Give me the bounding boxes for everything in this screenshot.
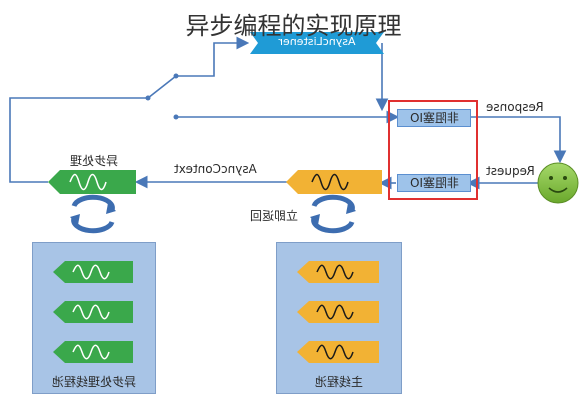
client-smiley-icon (537, 162, 579, 204)
nonblocking-io-label-top: 非阻塞IO (409, 111, 459, 125)
main-thread-pool: 主线程池 (276, 242, 402, 394)
async-pool-thread-1 (53, 261, 133, 283)
main-pool-caption: 主线程池 (277, 373, 401, 390)
main-pool-threads (297, 261, 379, 363)
nonblocking-io-box-top: 非阻塞IO (397, 109, 471, 127)
main-thread-chevron (286, 170, 382, 194)
async-context-label: AsyncContext (174, 162, 257, 176)
async-listener-label: AsyncListener (278, 35, 356, 48)
async-pool-thread-2 (53, 301, 133, 323)
async-thread-chevron (48, 170, 136, 194)
switch-blade (147, 75, 177, 99)
cycle-arrows-icon-left (70, 194, 116, 234)
nonblocking-io-highlight (388, 100, 478, 200)
page-title: 异步编程的实现原理 (185, 12, 402, 40)
main-pool-caption-text: 主线程池 (314, 375, 363, 389)
main-pool-thread-2 (297, 301, 379, 323)
async-listener-shape (250, 32, 384, 54)
async-processing-label: 异步处理 (70, 154, 119, 168)
main-pool-thread-3 (297, 341, 379, 363)
async-pool-threads (53, 261, 133, 363)
response-label: Response (486, 100, 544, 114)
switch-contact-upper (173, 73, 179, 79)
line-to-async-listener (176, 36, 250, 77)
connector-lines (9, 36, 567, 190)
response-line (470, 116, 567, 164)
async-pool-caption-text: 异步处理线程池 (51, 375, 136, 389)
cycle-arrows-icon-right (310, 194, 356, 234)
switch-contact-pivot (145, 95, 151, 101)
left-loop-line (9, 97, 148, 183)
async-pool-caption: 异步处理线程池 (33, 373, 155, 390)
async-pool-thread-3 (53, 341, 133, 363)
nonblocking-io-box-bottom: 非阻塞IO (397, 174, 471, 192)
main-pool-thread-1 (297, 261, 379, 283)
return-immediately-label: 立即返回 (250, 209, 299, 223)
request-label: Request (486, 164, 535, 178)
nonblocking-io-label-bottom: 非阻塞IO (409, 176, 459, 190)
async-thread-pool: 异步处理线程池 (32, 242, 156, 394)
switch-contact-lower (173, 114, 179, 120)
